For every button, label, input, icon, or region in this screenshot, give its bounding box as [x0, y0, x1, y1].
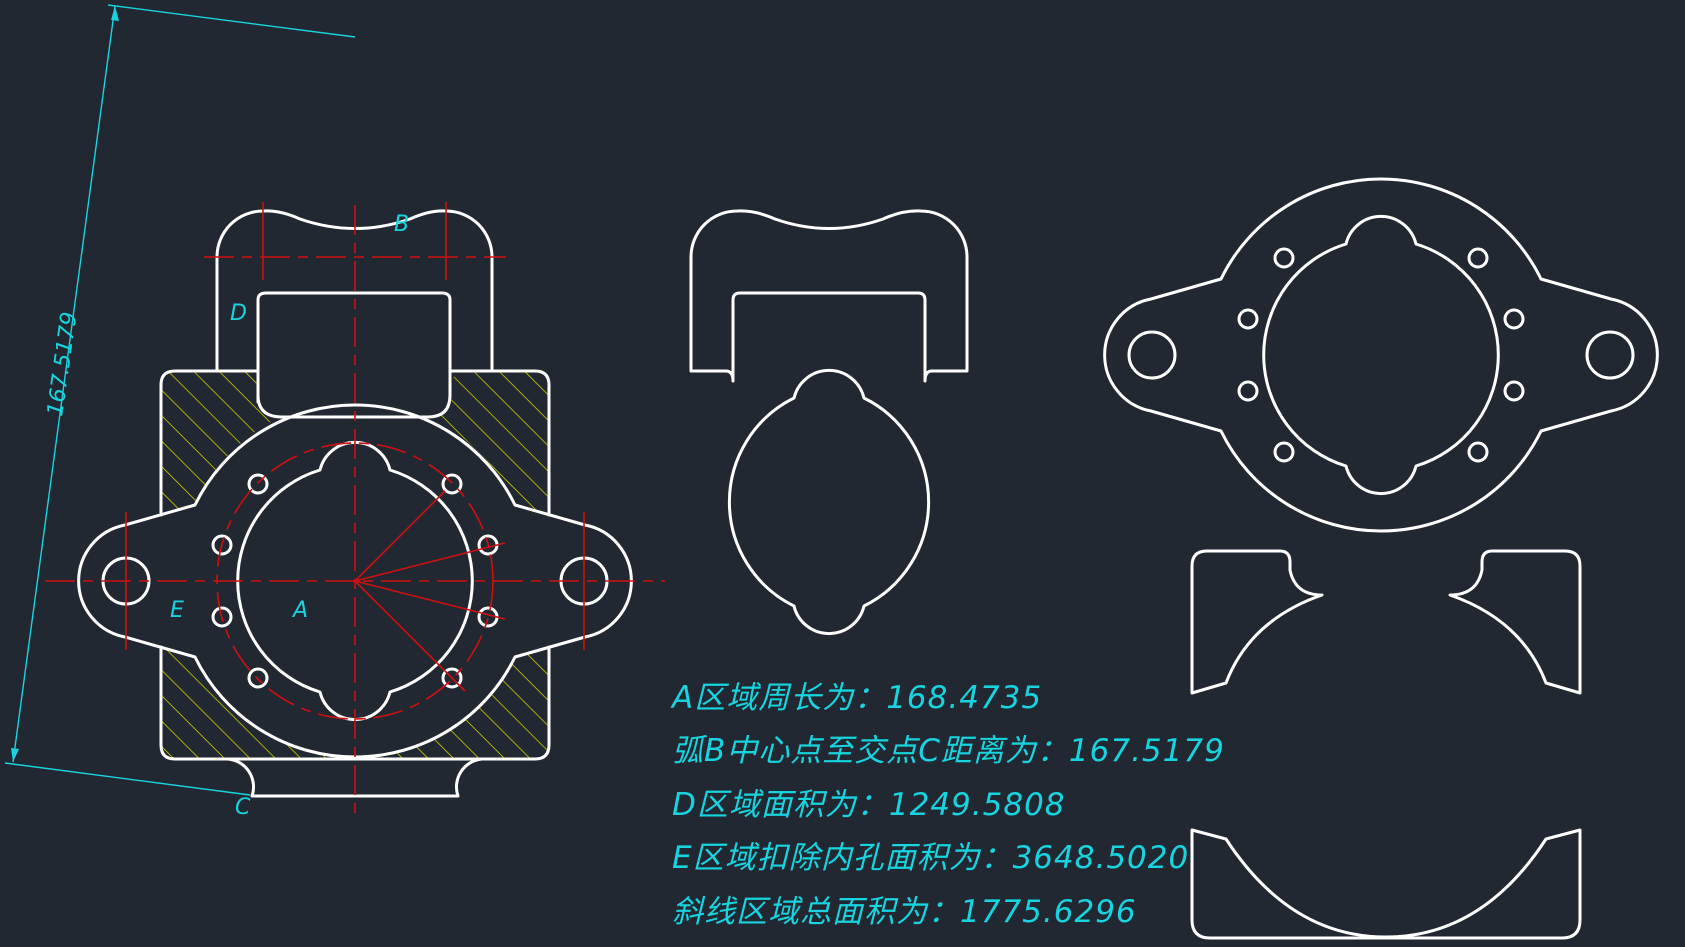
annotation-e-area: E区域扣除内孔面积为：3648.5020 — [672, 840, 1190, 876]
label-e: E — [170, 598, 184, 623]
annotation-a-perimeter: A区域周长为：168.4735 — [672, 680, 1043, 716]
extracted-hatched-top-left — [1190, 549, 1324, 695]
extracted-region-e — [1103, 177, 1659, 533]
dimension-value: 167.5179 — [43, 310, 82, 417]
annotation-hatched-area: 斜线区域总面积为：1775.6296 — [672, 894, 1137, 930]
extracted-hatched-top-right — [1448, 549, 1582, 695]
extracted-region-a — [727, 368, 931, 636]
main-body-outline — [159, 369, 551, 761]
arrow-head-icon — [111, 6, 119, 21]
annotation-d-area: D区域面积为：1249.5808 — [672, 787, 1066, 823]
extracted-region-d — [689, 209, 969, 383]
hatched-regions — [161, 371, 549, 759]
region-a-outline — [236, 440, 474, 722]
bottom-tab-outline — [226, 757, 484, 798]
label-c: C — [235, 795, 251, 820]
extracted-hatched-bottom — [1190, 828, 1582, 940]
label-d: D — [230, 301, 247, 326]
center-lines — [45, 202, 665, 818]
label-a: A — [291, 598, 308, 623]
label-b: B — [394, 212, 409, 237]
region-e-outline — [77, 403, 633, 759]
main-part-drawing: B D E A C — [45, 202, 665, 820]
region-d-outline — [256, 291, 452, 419]
annotation-b-to-c-distance: 弧B中心点至交点C距离为：167.5179 — [672, 733, 1225, 769]
arrow-head-icon — [11, 748, 19, 762]
